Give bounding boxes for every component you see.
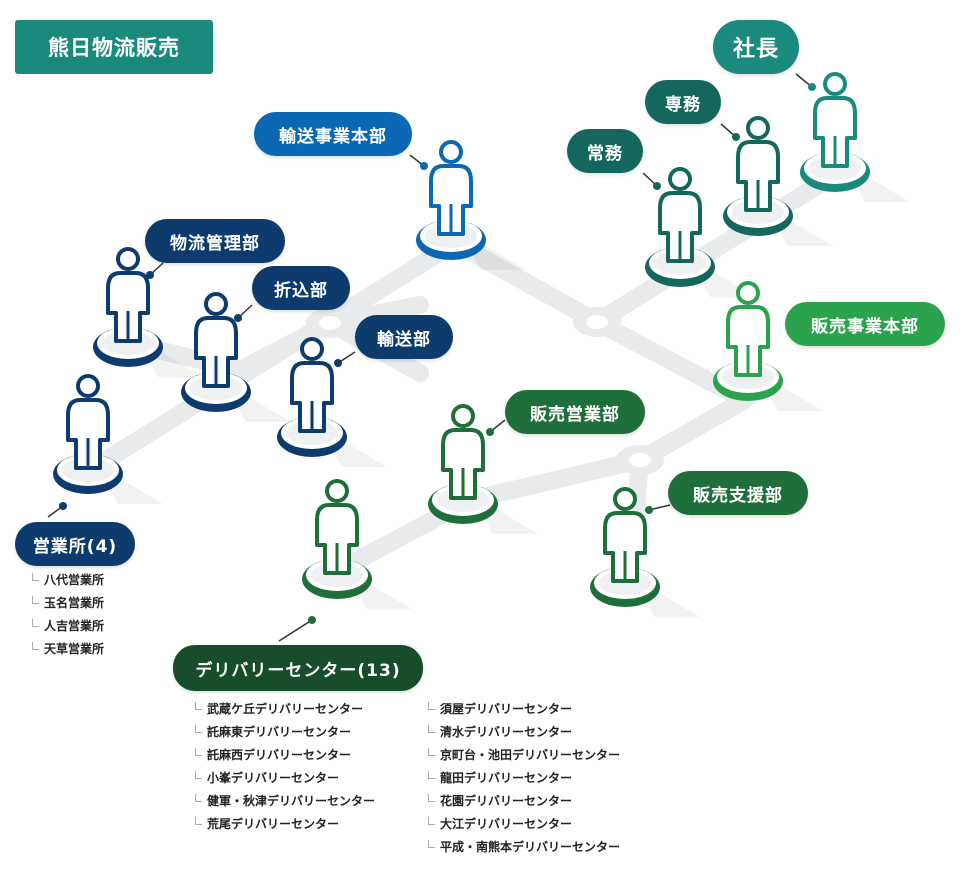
connector-transport-dot <box>334 359 342 367</box>
road-segment <box>588 166 844 331</box>
node-label-delivery: デリバリーセンター(13) <box>173 645 423 691</box>
node-label-sales-hq: 販売事業本部 <box>785 302 945 346</box>
offices-list: 八代営業所玉名営業所人吉営業所天草営業所 <box>30 569 104 661</box>
person-head <box>76 374 100 398</box>
people <box>53 72 910 617</box>
person-transport <box>277 337 387 467</box>
delivery-center-item: 荒尾デリバリーセンター <box>193 813 375 836</box>
delivery-list-left: 武蔵ケ丘デリバリーセンター託麻東デリバリーセンター託麻西デリバリーセンター小峯デ… <box>193 698 375 836</box>
person-sales-biz <box>428 404 538 534</box>
delivery-center-item: 健軍・秋津デリバリーセンター <box>193 790 375 813</box>
node-label-orikomi: 折込部 <box>252 266 350 310</box>
node-label-president: 社長 <box>713 20 799 74</box>
office-item: 玉名営業所 <box>30 592 104 615</box>
delivery-center-item: 須屋デリバリーセンター <box>426 698 620 721</box>
person-head <box>746 116 770 140</box>
delivery-center-item: 花園デリバリーセンター <box>426 790 620 813</box>
node-label-transport-hq: 輸送事業本部 <box>254 112 412 156</box>
person-head <box>439 140 463 164</box>
node-label-sales-support: 販売支援部 <box>668 471 808 515</box>
person-body <box>736 140 780 212</box>
node-label-senmu: 専務 <box>645 80 721 124</box>
person-body <box>441 428 485 500</box>
delivery-center-item: 京町台・池田デリバリーセンター <box>426 744 620 767</box>
person-head <box>823 72 847 96</box>
delivery-center-item: 平成・南熊本デリバリーセンター <box>426 836 620 859</box>
node-label-sales-biz: 販売営業部 <box>505 390 645 434</box>
person-body <box>813 96 857 168</box>
person-body <box>290 361 334 433</box>
connector-sales-support-dot <box>645 506 653 514</box>
person-head <box>116 247 140 271</box>
delivery-center-item: 清水デリバリーセンター <box>426 721 620 744</box>
delivery-list-right: 須屋デリバリーセンター清水デリバリーセンター京町台・池田デリバリーセンター龍田デ… <box>426 698 620 859</box>
delivery-center-item: 大江デリバリーセンター <box>426 813 620 836</box>
person-body <box>726 305 770 377</box>
office-item: 天草営業所 <box>30 638 104 661</box>
person-sales-support <box>590 487 700 617</box>
node-label-logistics-mgmt: 物流管理部 <box>145 219 285 263</box>
person-transport-hq <box>416 140 526 270</box>
person-head <box>736 281 760 305</box>
office-item: 八代営業所 <box>30 569 104 592</box>
connector-offices-dot <box>59 502 67 510</box>
node-label-offices: 営業所(4) <box>15 522 135 566</box>
person-head <box>204 292 228 316</box>
person-president <box>800 72 910 202</box>
person-head <box>300 337 324 361</box>
delivery-center-item: 託麻東デリバリーセンター <box>193 721 375 744</box>
person-head <box>325 479 349 503</box>
person-logistics-mgmt <box>93 247 203 377</box>
delivery-center-item: 託麻西デリバリーセンター <box>193 744 375 767</box>
connector-orikomi-dot <box>234 314 242 322</box>
person-body <box>315 503 359 575</box>
person-orikomi <box>181 292 291 422</box>
delivery-center-item: 小峯デリバリーセンター <box>193 767 375 790</box>
connector-jomu-dot <box>653 182 661 190</box>
road-junction-center <box>629 453 651 467</box>
person-body <box>603 511 647 583</box>
person-body <box>66 398 110 470</box>
connector-senmu-dot <box>732 133 740 141</box>
connector-transport-hq-dot <box>420 162 428 170</box>
road-junction-center <box>586 315 608 329</box>
road-segment <box>461 451 649 509</box>
connector-sales-biz-dot <box>486 428 494 436</box>
connector-president-dot <box>808 83 816 91</box>
node-label-transport: 輸送部 <box>355 315 453 359</box>
person-body <box>658 191 702 263</box>
person-body <box>106 271 150 343</box>
person-head <box>668 167 692 191</box>
person-delivery <box>302 479 412 609</box>
connector-delivery-line <box>278 619 313 642</box>
road-segment <box>446 234 606 331</box>
delivery-center-item: 龍田デリバリーセンター <box>426 767 620 790</box>
person-senmu <box>723 116 833 246</box>
connectors <box>47 73 816 642</box>
person-offices <box>53 374 163 504</box>
road-junction-center <box>319 316 341 330</box>
person-body <box>429 164 473 236</box>
delivery-center-item: 武蔵ケ丘デリバリーセンター <box>193 698 375 721</box>
person-sales-hq <box>713 281 823 411</box>
company-title: 熊日物流販売 <box>15 20 213 74</box>
connector-logistics-mgmt-dot <box>146 271 154 279</box>
connector-delivery-dot <box>308 616 316 624</box>
person-head <box>451 404 475 428</box>
person-head <box>613 487 637 511</box>
node-label-jomu: 常務 <box>567 129 643 173</box>
person-body <box>194 316 238 388</box>
office-item: 人吉営業所 <box>30 615 104 638</box>
